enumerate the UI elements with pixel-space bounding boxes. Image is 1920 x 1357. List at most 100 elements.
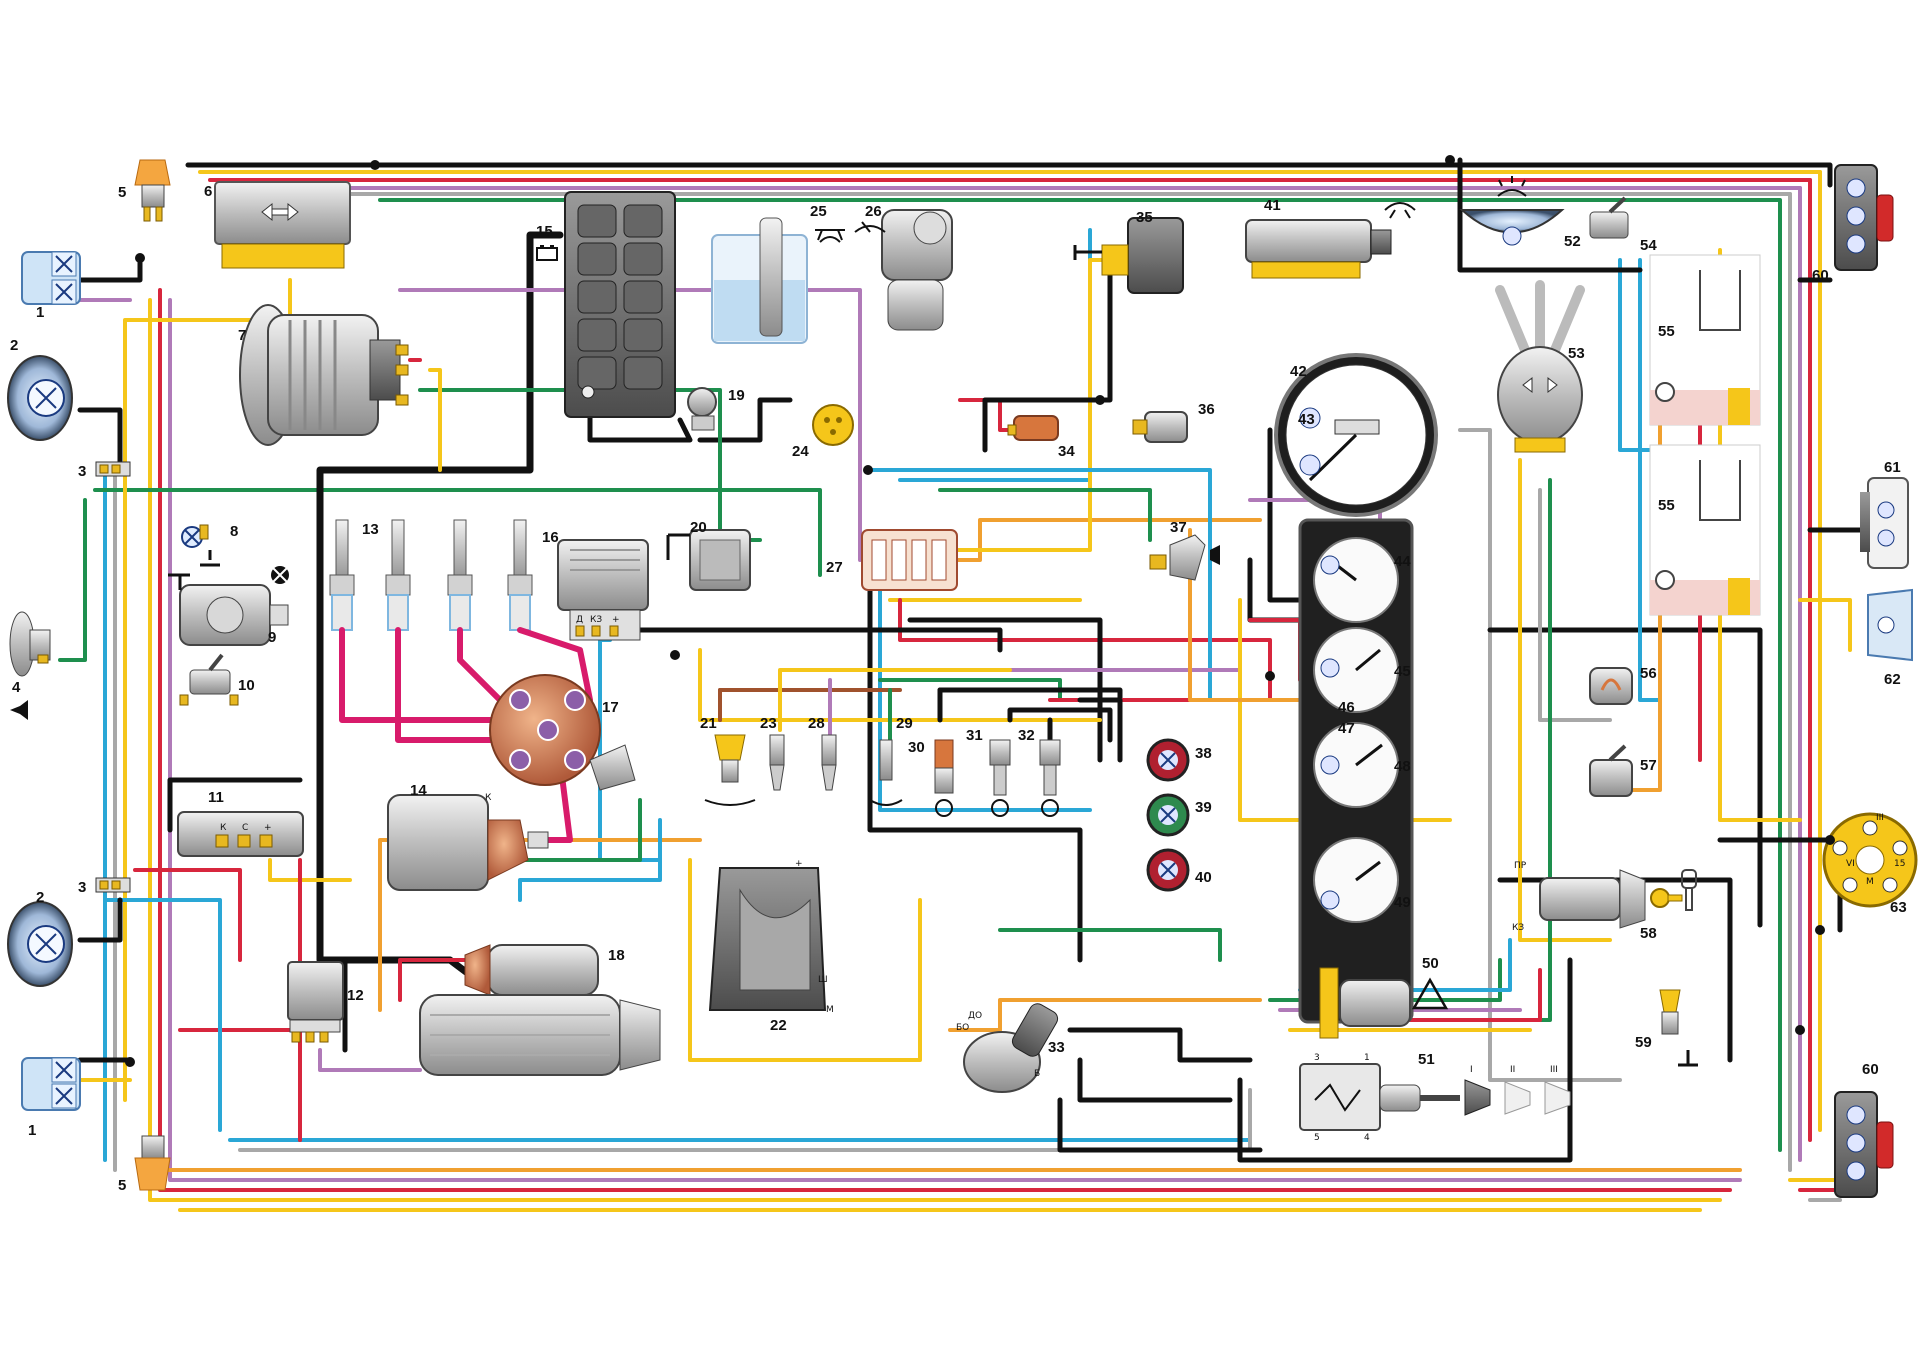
- starter-relay: 12: [287, 961, 364, 1043]
- wiper22-term-sh: Ш: [818, 975, 828, 985]
- rear-light-right-upper: 60: [1812, 164, 1894, 284]
- label-63: 63: [1890, 899, 1907, 916]
- label-20: 20: [690, 519, 707, 536]
- starter-motor: 18: [419, 944, 661, 1076]
- label-40: 40: [1195, 869, 1212, 886]
- brake-light-switch-59: 59: [1635, 989, 1698, 1067]
- wiper-icon: [854, 221, 886, 233]
- relay16-term-kz: КЗ: [590, 615, 602, 625]
- label-13: 13: [362, 521, 379, 538]
- label-1b: 1: [28, 1122, 36, 1139]
- label-15: 15: [536, 223, 553, 240]
- label-16: 16: [542, 529, 559, 546]
- label-25: 25: [810, 203, 827, 220]
- label-29: 29: [896, 715, 913, 732]
- reg11-term-plus: +: [264, 823, 272, 833]
- connector-3-upper: 3: [78, 461, 131, 480]
- label-31: 31: [966, 727, 983, 744]
- reg11-term-k: К: [220, 823, 227, 833]
- relay-35: 35: [1073, 209, 1184, 294]
- sensor-28: 28: [808, 715, 837, 791]
- stalk-switch-53: 53: [1495, 280, 1585, 453]
- label-22: 22: [770, 1017, 787, 1034]
- label-61: 61: [1884, 459, 1901, 476]
- label-53: 53: [1568, 345, 1585, 362]
- label-55b: 55: [1658, 497, 1675, 514]
- hazard-triangle-icon: [1411, 977, 1449, 1010]
- headlight-left-lower: 2: [7, 889, 73, 987]
- wiper22-term-m: М: [826, 1005, 834, 1015]
- horn-button-37: 37: [1149, 519, 1220, 581]
- label-57: 57: [1640, 757, 1657, 774]
- headlight-switch-51: 1 3 5 4 I II III 51: [1299, 1051, 1571, 1143]
- switch-32: 32: [1018, 727, 1061, 817]
- reg11-term-c: С: [242, 823, 248, 833]
- label-52: 52: [1564, 233, 1581, 250]
- indicator-lamp-38: 38: [1146, 738, 1212, 782]
- label-21: 21: [700, 715, 717, 732]
- label-26: 26: [865, 203, 882, 220]
- ign58-term-kz: КЗ: [1512, 923, 1524, 933]
- ignition-key-icon: [1650, 888, 1683, 908]
- relay16-term-plus: +: [612, 615, 620, 625]
- label-9: 9: [268, 629, 276, 646]
- washer-wiper-icon: [1384, 202, 1416, 219]
- gauge-cluster: 44 45 46 47 48 49: [1298, 518, 1414, 1024]
- horn-icon: [10, 700, 28, 720]
- sw63-term-r: 15: [1894, 859, 1905, 869]
- label-5a: 5: [118, 184, 126, 201]
- label-32: 32: [1018, 727, 1035, 744]
- switch-56: 56: [1589, 665, 1657, 705]
- label-2b: 2: [36, 889, 44, 906]
- connector-3-lower: 3: [78, 877, 131, 896]
- switch-31: 31: [966, 727, 1011, 817]
- label-19: 19: [728, 387, 745, 404]
- front-light-left-upper: 1: [21, 251, 81, 321]
- sw33-term-b: Б: [1034, 1069, 1040, 1079]
- wiper-motor: 26: [854, 203, 953, 331]
- sensor-23: 23: [760, 715, 785, 791]
- sw51-term-4: 4: [1364, 1133, 1370, 1143]
- label-46: 46: [1338, 699, 1355, 716]
- ign58-term-pr: ПР: [1514, 861, 1527, 871]
- ignition-switch-58: ПР КЗ 58: [1512, 861, 1697, 942]
- label-42: 42: [1290, 363, 1307, 380]
- label-54: 54: [1640, 237, 1657, 254]
- hazard-switch-50: 50: [1319, 955, 1449, 1039]
- gauge-45: 45 46: [1313, 627, 1411, 716]
- label-6: 6: [204, 183, 212, 200]
- label-17: 17: [602, 699, 619, 716]
- horn: 4: [9, 611, 51, 720]
- label-60b: 60: [1862, 1061, 1879, 1078]
- spark-plug-1: [329, 519, 355, 631]
- label-34: 34: [1058, 443, 1075, 460]
- indicator-lamp-39: 39: [1146, 793, 1212, 837]
- electronic-module-20: 20: [666, 519, 751, 591]
- door-switch-54: 54: [1589, 196, 1657, 254]
- label-3a: 3: [78, 463, 86, 480]
- rear-light-right-lower: 60: [1834, 1061, 1894, 1198]
- sensor-19: 19: [687, 387, 745, 431]
- turn-signal-arrows-icon-53: [1522, 376, 1558, 394]
- brake-switch-55-upper: 55: [1649, 254, 1761, 426]
- battery-cells: [577, 204, 663, 390]
- sw63-term-m: М: [1866, 877, 1874, 887]
- relay16-term-d: Д: [576, 615, 583, 625]
- sw51-term-1: 1: [1364, 1053, 1370, 1063]
- label-35: 35: [1136, 209, 1153, 226]
- label-49: 49: [1394, 894, 1411, 911]
- switch-34: 34: [1007, 415, 1075, 460]
- label-39: 39: [1195, 799, 1212, 816]
- washer-reservoir: 25: [711, 203, 845, 344]
- label-37: 37: [1170, 519, 1187, 536]
- label-50: 50: [1422, 955, 1439, 972]
- side-indicator-lower: 5: [118, 1135, 171, 1194]
- relay-box-16: Д КЗ + 16: [542, 529, 649, 641]
- label-30: 30: [908, 739, 925, 756]
- front-light-left-lower: 1: [21, 1057, 81, 1139]
- label-28: 28: [808, 715, 825, 732]
- wiring-harness: [58, 157, 1863, 1212]
- sw51-pos-1: I: [1470, 1065, 1473, 1075]
- label-44: 44: [1394, 553, 1411, 570]
- washer-icon: [815, 229, 845, 243]
